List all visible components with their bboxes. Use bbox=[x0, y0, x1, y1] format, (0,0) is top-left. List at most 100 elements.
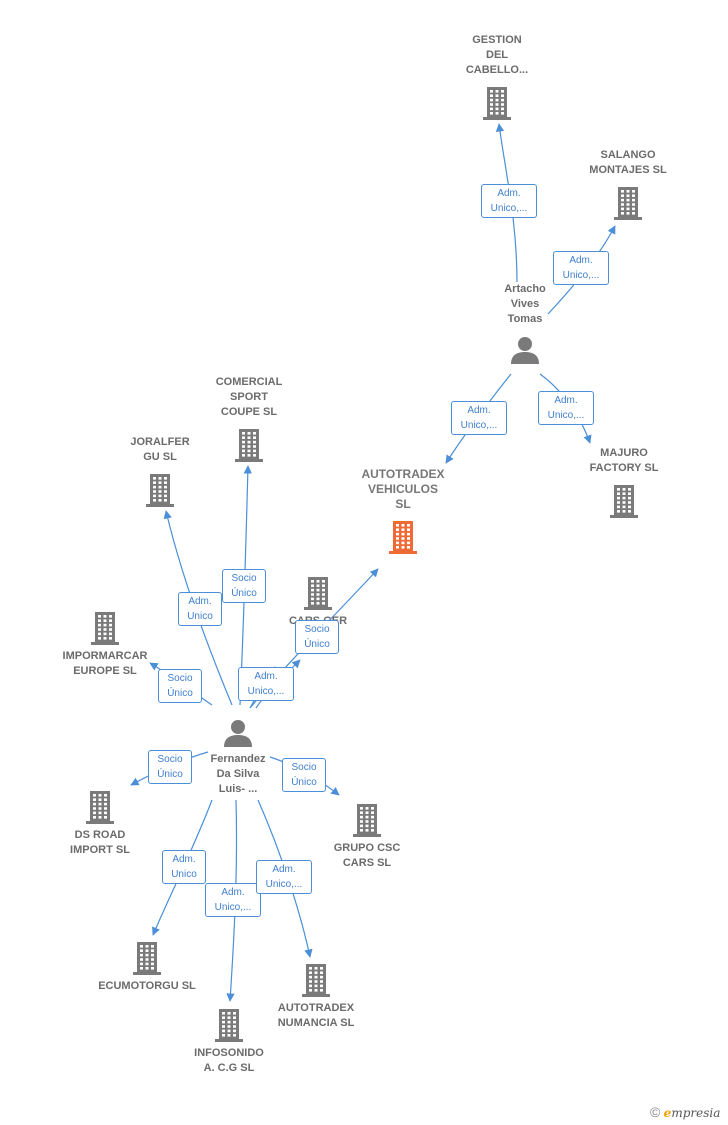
node-label-line: AUTOTRADEX bbox=[277, 1002, 355, 1014]
building-icon bbox=[215, 1009, 243, 1042]
building-icon bbox=[235, 429, 263, 462]
relation-badge[interactable]: Adm. Unico,... bbox=[256, 860, 312, 894]
relation-badge[interactable]: Adm.Unico,... bbox=[205, 883, 261, 917]
brand-logo-text: mpresia bbox=[671, 1106, 721, 1120]
node-label-line: CABELLO... bbox=[465, 64, 529, 76]
relation-badge[interactable]: Adm. Unico,... bbox=[538, 391, 594, 425]
badge-text: Unico,... bbox=[562, 270, 600, 281]
relation-badge[interactable]: Adm. Unico bbox=[162, 850, 206, 884]
badge-text: Único bbox=[157, 769, 183, 780]
company-infosonido[interactable]: INFOSONIDO A. C.G SL bbox=[169, 1008, 289, 1076]
company-salango[interactable]: SALANGO MONTAJES SL bbox=[568, 148, 688, 220]
badge-text: Único bbox=[291, 777, 317, 788]
building-icon bbox=[353, 804, 381, 837]
badge-text: Unico,... bbox=[547, 410, 585, 421]
badge-text: Socio bbox=[231, 573, 257, 584]
badge-text: Socio bbox=[167, 673, 193, 684]
badge-text: Unico bbox=[187, 611, 213, 622]
relation-badge[interactable]: Adm.Unico,... bbox=[451, 401, 507, 435]
badge-text: Unico,... bbox=[490, 203, 528, 214]
node-label-line: Da Silva bbox=[216, 768, 260, 780]
building-icon bbox=[614, 187, 642, 220]
node-label-line: DS ROAD bbox=[74, 829, 126, 841]
node-label-line: Tomas bbox=[507, 313, 543, 325]
node-label-line: GRUPO CSC bbox=[333, 842, 401, 854]
brand-footer: © empresia bbox=[650, 1104, 720, 1120]
node-label-line: VEHICULOS bbox=[367, 482, 438, 496]
company-grupocsc[interactable]: GRUPO CSC CARS SL bbox=[307, 803, 427, 871]
badge-text: Adm. bbox=[172, 854, 196, 865]
node-label-line: Artacho bbox=[504, 283, 546, 295]
relation-badge[interactable]: Adm.Unico,... bbox=[238, 667, 294, 701]
node-label-line: SALANGO bbox=[600, 149, 656, 161]
node-label-line: FACTORY SL bbox=[589, 462, 659, 474]
badge-text: Socio bbox=[304, 624, 330, 635]
badge-text: Unico,... bbox=[214, 902, 252, 913]
badge-text: Socio bbox=[157, 754, 183, 765]
badge-text: Unico,... bbox=[460, 420, 498, 431]
relation-badge[interactable]: Adm. Unico,... bbox=[481, 184, 537, 218]
node-label: GRUPO CSC CARS SL bbox=[307, 841, 427, 871]
node-label-line: A. C.G SL bbox=[203, 1062, 255, 1074]
node-label-line: SPORT bbox=[230, 391, 268, 403]
badge-text: Único bbox=[304, 639, 330, 650]
person-icon bbox=[224, 720, 252, 747]
badge-text: Unico,... bbox=[247, 686, 285, 697]
node-label-line: DEL bbox=[486, 49, 508, 61]
node-label-line: MONTAJES SL bbox=[589, 164, 667, 176]
relation-badge[interactable]: Adm.Unico bbox=[178, 592, 222, 626]
node-label-line: Vives bbox=[510, 298, 540, 310]
node-label-line: AUTOTRADEX bbox=[361, 467, 445, 481]
node-label: ECUMOTORGU SL bbox=[87, 979, 207, 994]
badge-text: Unico bbox=[171, 869, 197, 880]
badge-text: Adm. bbox=[497, 188, 521, 199]
building-icon bbox=[610, 485, 638, 518]
company-ecumotorgu[interactable]: ECUMOTORGU SL bbox=[87, 941, 207, 994]
node-label-line: COMERCIAL bbox=[215, 376, 283, 388]
node-label-line: CARS SL bbox=[342, 857, 392, 869]
building-icon bbox=[304, 577, 332, 610]
node-label: INFOSONIDO A. C.G SL bbox=[169, 1046, 289, 1076]
badge-text: Único bbox=[167, 688, 193, 699]
relation-badge[interactable]: Adm. Unico,... bbox=[553, 251, 609, 285]
node-label: SALANGO MONTAJES SL bbox=[568, 148, 688, 178]
building-icon bbox=[146, 474, 174, 507]
node-label-line: ECUMOTORGU SL bbox=[98, 980, 196, 992]
badge-text: Socio bbox=[291, 762, 317, 773]
copyright-symbol: © bbox=[650, 1104, 661, 1120]
node-label-line: Fernandez bbox=[210, 753, 266, 765]
brand-logo-e: e bbox=[663, 1106, 672, 1120]
badge-text: Adm. bbox=[569, 255, 593, 266]
node-label-line: SL bbox=[395, 497, 411, 511]
building-icon bbox=[483, 87, 511, 120]
badge-text: Unico,... bbox=[265, 879, 303, 890]
badge-text: Adm. bbox=[272, 864, 296, 875]
node-label-line: Luis- ... bbox=[218, 783, 258, 795]
node-label-line: INFOSONIDO bbox=[194, 1047, 264, 1059]
person-icon bbox=[511, 337, 539, 364]
badge-text: Adm. bbox=[554, 395, 578, 406]
